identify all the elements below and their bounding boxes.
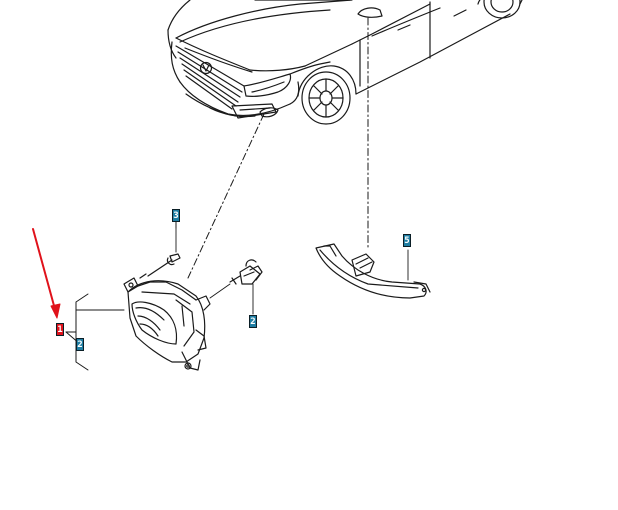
pointer-arrow	[32, 228, 61, 319]
callout-1-highlighted[interactable]: 1	[56, 323, 64, 336]
indicator-light-part	[315, 243, 431, 299]
callout-2-bulb[interactable]: 2	[249, 315, 257, 328]
bulb-part	[209, 259, 263, 315]
callout-5[interactable]: 5	[403, 234, 411, 247]
leader-lines	[187, 17, 369, 279]
screw-part	[139, 221, 181, 279]
callout-3[interactable]: 3	[172, 209, 180, 222]
callout-2-housing[interactable]: 2	[76, 338, 84, 351]
fog-light-housing	[123, 277, 211, 371]
callout-bracket	[65, 293, 125, 371]
car-body	[167, 0, 523, 125]
leader-fog-light	[187, 113, 265, 279]
